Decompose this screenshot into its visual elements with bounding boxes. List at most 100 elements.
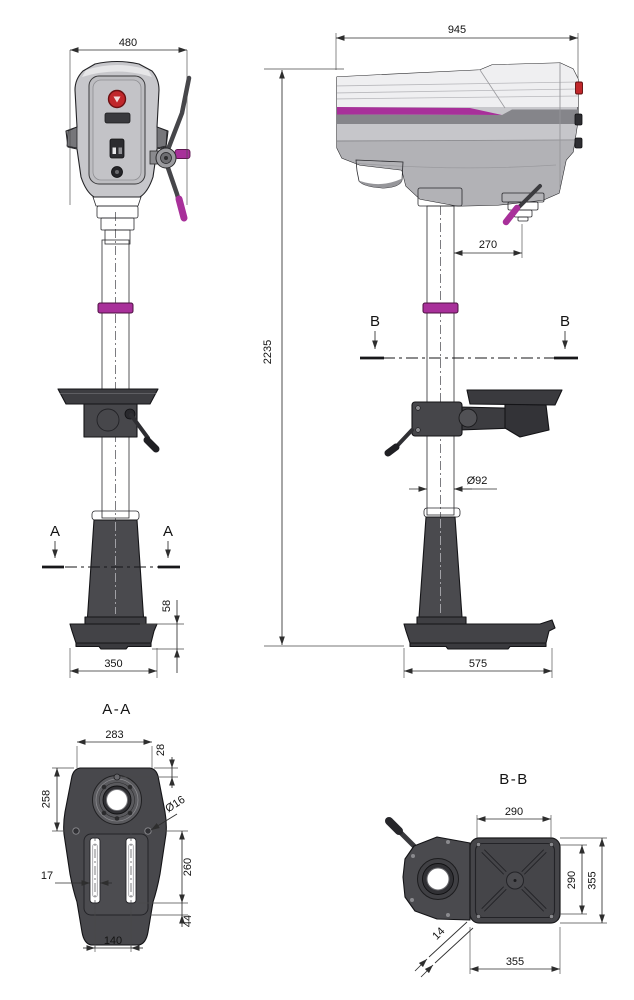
flange-bolt-2	[101, 784, 107, 790]
side-belly	[337, 141, 578, 206]
front-base	[69, 510, 158, 650]
section-marker-b-left: B	[370, 313, 380, 330]
clamp-bolt-2	[415, 427, 421, 433]
section-line-b: B B	[360, 313, 578, 360]
bb-table-hub-dot	[513, 879, 517, 882]
front-control-panel-inner	[92, 79, 142, 181]
dim-aa-hole-offset: 28	[155, 744, 167, 756]
side-crank-arm	[394, 428, 414, 449]
side-belly-seam	[337, 139, 578, 142]
front-base-lip	[75, 642, 152, 650]
dim-front-base-width: 350	[104, 658, 122, 670]
front-base-step	[84, 616, 147, 625]
side-table-top	[466, 389, 563, 406]
rear-power-button	[575, 81, 583, 95]
bb-clamp	[385, 817, 471, 921]
aa-slots	[89, 832, 137, 950]
front-table	[57, 388, 160, 453]
aa-column-bore	[106, 789, 128, 811]
front-feed-handle	[149, 75, 192, 222]
dim-bb-edge-chamfer: 14	[430, 925, 447, 942]
side-base-collar	[423, 507, 461, 518]
spindle-nose-shade	[359, 179, 402, 188]
front-switch-dot-right	[118, 147, 122, 154]
section-bb-title: B-B	[499, 771, 529, 788]
emergency-stop-symbol	[113, 96, 121, 103]
bb-table-ribs	[481, 849, 547, 912]
section-marker-a-right: A	[163, 523, 173, 540]
dim-side-depth: 945	[448, 24, 466, 36]
dim-bb-table-width: 290	[505, 806, 523, 818]
side-head-seam-2	[337, 88, 578, 94]
aa-top-hole	[113, 773, 121, 781]
feed-grip-right	[174, 149, 191, 159]
bb-table-rib-frame	[474, 842, 556, 919]
side-accent-stripe	[337, 107, 502, 115]
front-vent-slot	[104, 112, 131, 124]
dim-side-height: 2235	[262, 340, 274, 364]
arm-pivot	[458, 408, 478, 428]
dim-side-base-depth: 575	[469, 658, 487, 670]
bb-table	[469, 837, 561, 924]
bb-clamp-handle-grip	[385, 817, 403, 835]
side-front-seam	[479, 69, 506, 109]
dim-front-width: 480	[119, 37, 137, 49]
dim-column-diameter: Ø92	[467, 475, 488, 487]
dim-aa-slot-end-offset: 44	[182, 915, 194, 927]
rear-knob-2	[574, 137, 583, 149]
dim-aa-top-width: 283	[105, 729, 123, 741]
front-head	[65, 60, 169, 198]
front-dimensions: 480 58 350	[69, 37, 188, 678]
section-aa-view: A-A	[41, 701, 194, 952]
bb-screw-bl	[476, 914, 481, 919]
front-column-cap	[104, 229, 131, 245]
rear-knob-1	[574, 113, 583, 126]
front-head-ear-right	[156, 126, 168, 149]
dim-aa-slot-spacing: 140	[104, 935, 122, 947]
side-table	[384, 389, 563, 457]
section-line-a: A A	[42, 523, 180, 569]
side-gray-band	[337, 109, 578, 124]
front-crank-grip	[143, 436, 160, 453]
bb-screw-br	[549, 914, 554, 919]
front-head-top-highlight	[82, 65, 152, 77]
front-table-bracket	[83, 403, 138, 438]
flange-bolt-3	[101, 810, 107, 816]
dim-aa-upper-height: 258	[41, 790, 53, 808]
bb-dimensions: 290 290 355 355 14	[414, 806, 607, 978]
front-base-foot	[69, 623, 158, 644]
dim-bb-table-depth: 290	[566, 871, 578, 889]
bb-clamp-bolt-4	[446, 913, 450, 917]
dim-front-base-height: 58	[161, 600, 173, 612]
clamp-bolt-1	[415, 405, 421, 411]
front-neck	[92, 196, 142, 207]
dim-side-throat: 270	[479, 239, 497, 251]
flange-bolt-1	[127, 784, 133, 790]
side-head-seam-3	[337, 95, 578, 100]
front-depth-ring	[97, 302, 134, 314]
bb-screw-tr	[549, 842, 554, 847]
bb-clamp-bolt-1	[411, 854, 415, 858]
side-base-lip	[409, 642, 547, 650]
dim-bb-table-outer-depth: 355	[587, 871, 599, 889]
front-head-ear-left	[66, 126, 78, 149]
front-crank-arm	[129, 413, 150, 440]
bb-screw-tl	[476, 842, 481, 847]
side-depth-ring	[422, 302, 459, 314]
side-view: B B 945 2235 270 Ø92 575	[262, 24, 583, 678]
dim-aa-hole-diameter: Ø16	[163, 794, 187, 815]
side-head-seam-1	[337, 81, 578, 87]
side-head	[336, 62, 583, 226]
bb-clamp-bolt-2	[410, 898, 414, 902]
section-aa-title: A-A	[102, 701, 132, 718]
bb-column-bore	[426, 867, 450, 891]
front-knob-center	[115, 170, 119, 174]
side-base	[403, 507, 556, 650]
side-dimensions: 945 2235 270 Ø92 575	[262, 24, 579, 678]
section-marker-a-left: A	[50, 523, 60, 540]
bb-clamp-bolt-3	[446, 840, 450, 844]
aa-side-hole-left	[72, 827, 80, 835]
front-switch-dot-left	[112, 147, 116, 154]
flange-bolt-5	[114, 816, 120, 821]
